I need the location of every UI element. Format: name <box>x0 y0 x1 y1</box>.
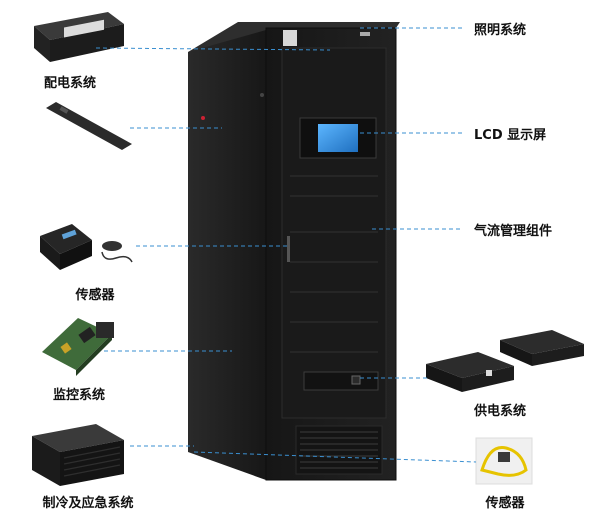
cabinet-side-panel <box>188 30 266 480</box>
label-cooling-emergency-system: 制冷及应急系统 <box>42 496 134 511</box>
cooling-unit-image <box>32 424 124 486</box>
label-lighting-system: 照明系统 <box>474 23 527 38</box>
door-handle <box>287 236 290 262</box>
server-cabinet <box>188 22 400 481</box>
label-power-distribution: 配电系统 <box>43 76 97 91</box>
label-power-supply-system: 供电系统 <box>473 404 527 419</box>
lcd-screen <box>318 124 358 152</box>
label-lcd-display: LCD 显示屏 <box>474 128 547 143</box>
label-monitoring-system: 监控系统 <box>52 388 106 403</box>
leader-lines <box>95 27 477 463</box>
monitoring-board-image <box>42 318 114 376</box>
rack-slots <box>290 175 378 353</box>
vent-grille <box>300 431 378 469</box>
cabinet-glass-panel <box>281 47 387 419</box>
leader-cooling-b <box>193 451 477 463</box>
power-distribution-image <box>34 12 124 62</box>
brand-mark <box>360 32 370 36</box>
sensor-left-image <box>40 224 133 270</box>
brand-logo <box>283 30 297 46</box>
ups-display <box>351 375 361 385</box>
label-airflow-management: 气流管理组件 <box>474 224 553 239</box>
side-indicator <box>260 93 264 97</box>
sensor-right-image <box>475 437 533 485</box>
label-sensor-left: 传感器 <box>75 288 115 303</box>
ups-unit <box>303 371 379 391</box>
power-supply-image <box>426 330 584 392</box>
pdu-strip-image <box>46 102 132 150</box>
label-sensor-right: 传感器 <box>485 496 525 511</box>
side-indicator <box>201 116 205 120</box>
